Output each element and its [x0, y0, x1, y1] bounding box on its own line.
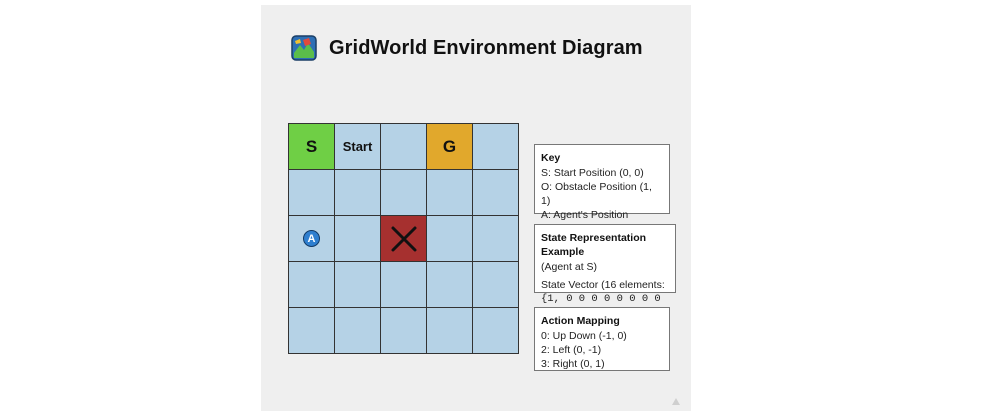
action-line: 2: Left (0, -1): [541, 344, 602, 356]
title-row: GridWorld Environment Diagram: [291, 35, 643, 61]
key-box: Key S: Start Position (0, 0) O: Obstacle…: [534, 144, 670, 221]
action-line: 3: Right (0, 1): [541, 358, 605, 370]
obstacle-cell: [381, 216, 427, 262]
grid-cell: [335, 308, 381, 354]
grid-cell: [289, 170, 335, 216]
x-icon: [391, 226, 416, 251]
state-box: State Representation Example (Agent at S…: [534, 224, 676, 319]
grid-cell: [381, 170, 427, 216]
grid-cell: [381, 124, 427, 170]
key-line: S: Start Position (0, 0): [541, 167, 644, 179]
state-title: State Representation Example: [541, 232, 647, 258]
grid-cell: [473, 262, 519, 308]
corner-arrow-icon: [672, 398, 680, 405]
key-line: A: Agent's Position: [541, 209, 629, 221]
start-cell: S: [289, 124, 335, 170]
action-line: 0: Up Down (-1, 0): [541, 330, 627, 342]
grid-cell: [381, 262, 427, 308]
key-line: O: Obstacle Position (1, 1): [541, 181, 652, 207]
grid-cell: [473, 170, 519, 216]
goal-cell: G: [427, 124, 473, 170]
grid-cell: [289, 308, 335, 354]
grid-cell: [473, 308, 519, 354]
action-box: Action Mapping 0: Up Down (-1, 0) 2: Lef…: [534, 307, 670, 371]
grid-cell: [427, 262, 473, 308]
grid-cell: [381, 308, 427, 354]
grid-cell: [335, 216, 381, 262]
grid-cell: [427, 216, 473, 262]
grid-cell: [427, 308, 473, 354]
grid-cell: [427, 170, 473, 216]
action-title: Action Mapping: [541, 315, 620, 327]
agent-cell: A: [289, 216, 335, 262]
map-icon: [291, 35, 317, 61]
agent-marker: A: [303, 230, 320, 247]
grid-cell: [335, 170, 381, 216]
page-title: GridWorld Environment Diagram: [329, 36, 643, 59]
grid-cell: [289, 262, 335, 308]
grid-cell: [335, 262, 381, 308]
state-subtitle: (Agent at S): [541, 261, 598, 273]
start-label-cell: Start: [335, 124, 381, 170]
grid-cell: [473, 124, 519, 170]
key-title: Key: [541, 152, 561, 164]
state-vector-label: State Vector (16 elements:: [541, 279, 665, 291]
grid-cell: [473, 216, 519, 262]
